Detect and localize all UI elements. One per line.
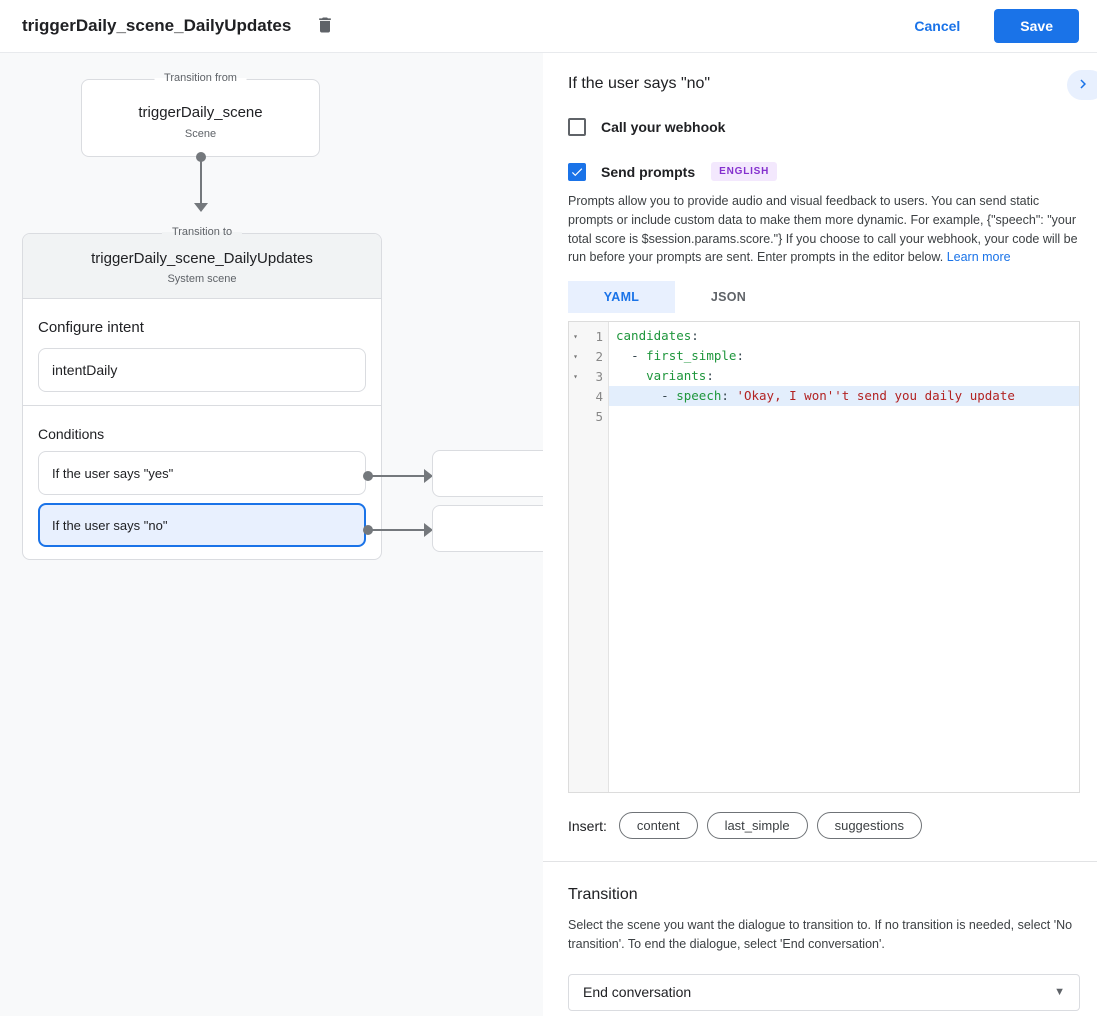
chevron-right-icon: [1074, 75, 1092, 96]
connector-line: [200, 157, 202, 203]
editor-code-area[interactable]: candidates: - first_simple: variants: - …: [609, 322, 1079, 792]
collapse-panel-button[interactable]: [1067, 70, 1097, 100]
chevron-down-icon: ▼: [1054, 986, 1065, 998]
to-scene-name: triggerDaily_scene_DailyUpdates: [91, 250, 313, 267]
transition-to-node[interactable]: Transition to triggerDaily_scene_DailyUp…: [22, 226, 382, 562]
language-badge: ENGLISH: [711, 162, 778, 181]
line-number: 5: [595, 408, 603, 424]
conditions-section: Conditions If the user says "yes"If the …: [23, 406, 381, 562]
gutter-row: ▾2: [569, 346, 608, 366]
trash-icon: [315, 15, 335, 38]
page-title: triggerDaily_scene_DailyUpdates: [22, 16, 292, 35]
conditions-list: If the user says "yes" If the user says "…: [38, 451, 366, 547]
from-scene-name: triggerDaily_scene: [138, 104, 263, 121]
transition-to-legend: Transition to: [161, 226, 243, 238]
prompts-description: Prompts allow you to provide audio and v…: [568, 192, 1080, 267]
transition-from-node[interactable]: Transition from triggerDaily_scene Scene: [81, 72, 320, 157]
learn-more-link[interactable]: Learn more: [946, 250, 1011, 265]
intent-item[interactable]: intentDaily: [38, 348, 366, 392]
transition-heading: Transition: [568, 886, 638, 903]
gutter-row: ▾3: [569, 366, 608, 386]
section-divider: [543, 861, 1097, 862]
insert-chip-suggestions[interactable]: suggestions: [816, 812, 922, 839]
transition-from-legend: Transition from: [154, 72, 247, 84]
delete-button[interactable]: [311, 12, 339, 40]
save-button[interactable]: Save: [994, 9, 1079, 43]
code-line: - speech: 'Okay, I won''t send you daily…: [609, 386, 1079, 406]
configure-intent-section: Configure intent intentDaily: [23, 299, 381, 406]
line-number: 1: [595, 328, 603, 344]
condition-target-node[interactable]: [432, 505, 543, 552]
line-number: 2: [595, 348, 603, 364]
insert-chip-last_simple[interactable]: last_simple: [706, 812, 808, 839]
connector-dot: [363, 525, 373, 535]
condition-item[interactable]: If the user says "yes": [38, 451, 366, 495]
gutter-row: 4: [569, 386, 608, 406]
insert-chips: content last_simple suggestions: [618, 812, 922, 839]
insert-chip-content[interactable]: content: [618, 812, 698, 839]
webhook-row: Call your webhook: [568, 118, 1080, 136]
insert-row: Insert: content last_simple suggestions: [568, 812, 1080, 839]
connector-line: [368, 475, 424, 477]
from-scene-type: Scene: [184, 128, 217, 140]
line-number: 4: [595, 388, 603, 404]
gutter-row: 5: [569, 406, 608, 426]
conditions-heading: Conditions: [38, 426, 105, 442]
tab-yaml[interactable]: YAML: [568, 281, 675, 313]
condition-item[interactable]: If the user says "no": [38, 503, 366, 547]
connector-line: [368, 529, 424, 531]
send-prompts-label: Send prompts: [601, 163, 696, 180]
gutter-row: ▾1: [569, 326, 608, 346]
call-webhook-checkbox[interactable]: [568, 118, 586, 136]
code-line: - first_simple:: [631, 348, 744, 363]
condition-detail-panel: If the user says "no" Call your webhook …: [543, 53, 1097, 1016]
editor-format-tabs: YAML JSON: [568, 281, 1080, 313]
arrow-down-icon: [194, 203, 208, 212]
code-line: [609, 406, 1079, 426]
to-scene-header: triggerDaily_scene_DailyUpdates System s…: [23, 234, 381, 299]
transition-description: Select the scene you want the dialogue t…: [568, 918, 1073, 951]
arrow-right-icon: [424, 469, 433, 483]
insert-label: Insert:: [568, 817, 607, 834]
fold-arrow-icon[interactable]: ▾: [573, 371, 578, 381]
tab-json[interactable]: JSON: [710, 290, 747, 304]
connector-dot: [196, 152, 206, 162]
send-prompts-checkbox[interactable]: [568, 162, 586, 181]
prompts-description-text: Prompts allow you to provide audio and v…: [568, 194, 1078, 265]
panel-title: If the user says "no": [568, 75, 711, 92]
fold-arrow-icon[interactable]: ▾: [573, 331, 578, 341]
call-webhook-label: Call your webhook: [601, 119, 726, 135]
scene-diagram-canvas: Transition from triggerDaily_scene Scene…: [0, 53, 543, 1016]
connector-dot: [363, 471, 373, 481]
configure-intent-heading: Configure intent: [38, 319, 144, 336]
to-scene-type: System scene: [167, 273, 237, 285]
check-icon: [571, 167, 583, 176]
transition-select-value: End conversation: [583, 984, 692, 1000]
top-bar: triggerDaily_scene_DailyUpdates Cancel S…: [0, 0, 1097, 53]
cancel-button[interactable]: Cancel: [902, 10, 972, 42]
transition-select[interactable]: End conversation ▼: [568, 973, 1080, 1011]
code-line: candidates:: [616, 328, 699, 343]
fold-arrow-icon[interactable]: ▾: [573, 351, 578, 361]
topbar-actions: Cancel Save: [902, 9, 1079, 43]
arrow-right-icon: [424, 523, 433, 537]
send-prompts-row: Send prompts ENGLISH: [568, 162, 1080, 181]
condition-target-node[interactable]: [432, 450, 543, 497]
code-line: variants:: [646, 368, 714, 383]
line-number: 3: [595, 368, 603, 384]
panel-header: If the user says "no": [568, 75, 1080, 93]
